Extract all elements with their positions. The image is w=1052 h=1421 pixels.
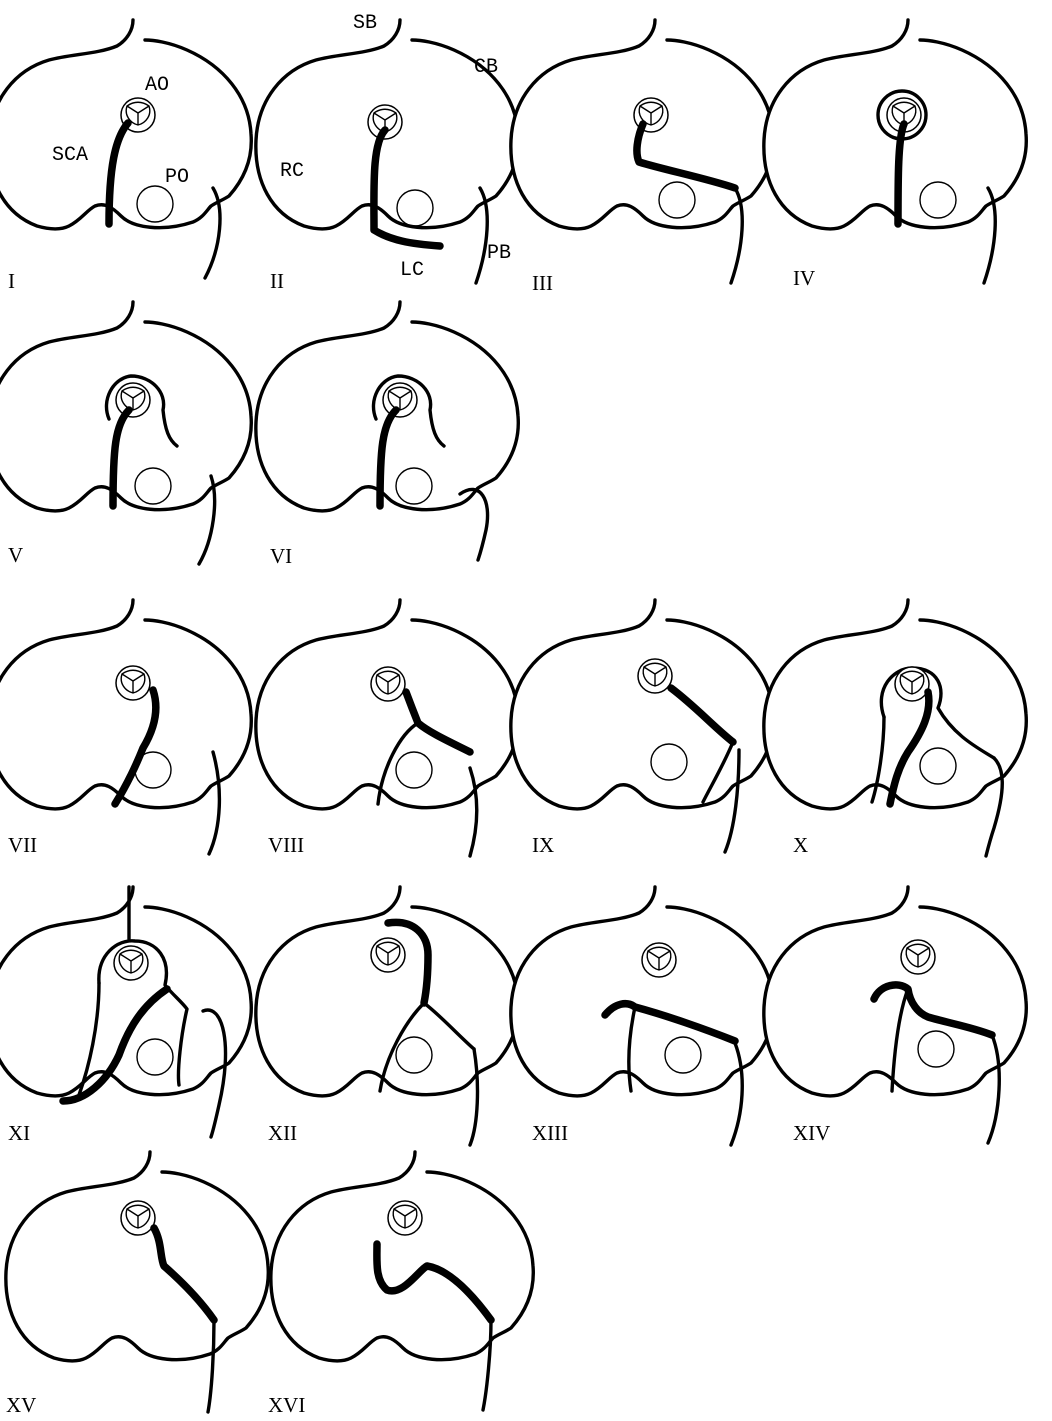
panel-label-XVI: XVI [268,1393,305,1417]
panel-VIII [256,600,518,856]
panel-XII [256,887,518,1145]
panel-label-VI: VI [270,544,292,568]
panel-label-XIII: XIII [532,1121,568,1145]
panel-label-V: V [8,543,23,567]
panel-label-IV: IV [793,266,815,290]
panel-XIV [764,887,1026,1143]
label-AO: AO [145,74,169,97]
panel-label-VIII: VIII [268,833,304,857]
panel-label-XV: XV [6,1393,36,1417]
label-LC: LC [400,259,424,282]
panel-X [764,600,1026,856]
panel-XIII [511,887,773,1145]
panel-III [511,20,773,283]
label-RC: RC [280,160,304,183]
panel-label-X: X [793,833,808,857]
panel-IV [764,20,1026,283]
label-PB: PB [487,242,511,265]
panel-label-IX: IX [532,833,554,857]
panel-VII [0,600,251,854]
panel-XV [6,1152,268,1412]
panel-label-III: III [532,271,553,295]
panel-XVI [271,1152,533,1410]
panel-VI [256,302,518,560]
panel-I [0,20,251,278]
label-PO: PO [165,166,189,189]
panel-label-XII: XII [268,1121,297,1145]
label-CB: CB [474,56,498,79]
panel-label-I: I [8,269,15,293]
panel-label-XIV: XIV [793,1121,830,1145]
panel-label-XI: XI [8,1121,30,1145]
panel-XI [0,887,251,1137]
panel-IX [511,600,773,852]
panel-label-II: II [270,269,284,293]
panel-V [0,302,251,564]
label-SCA: SCA [52,144,88,167]
label-SB: SB [353,12,377,35]
panel-label-VII: VII [8,833,37,857]
